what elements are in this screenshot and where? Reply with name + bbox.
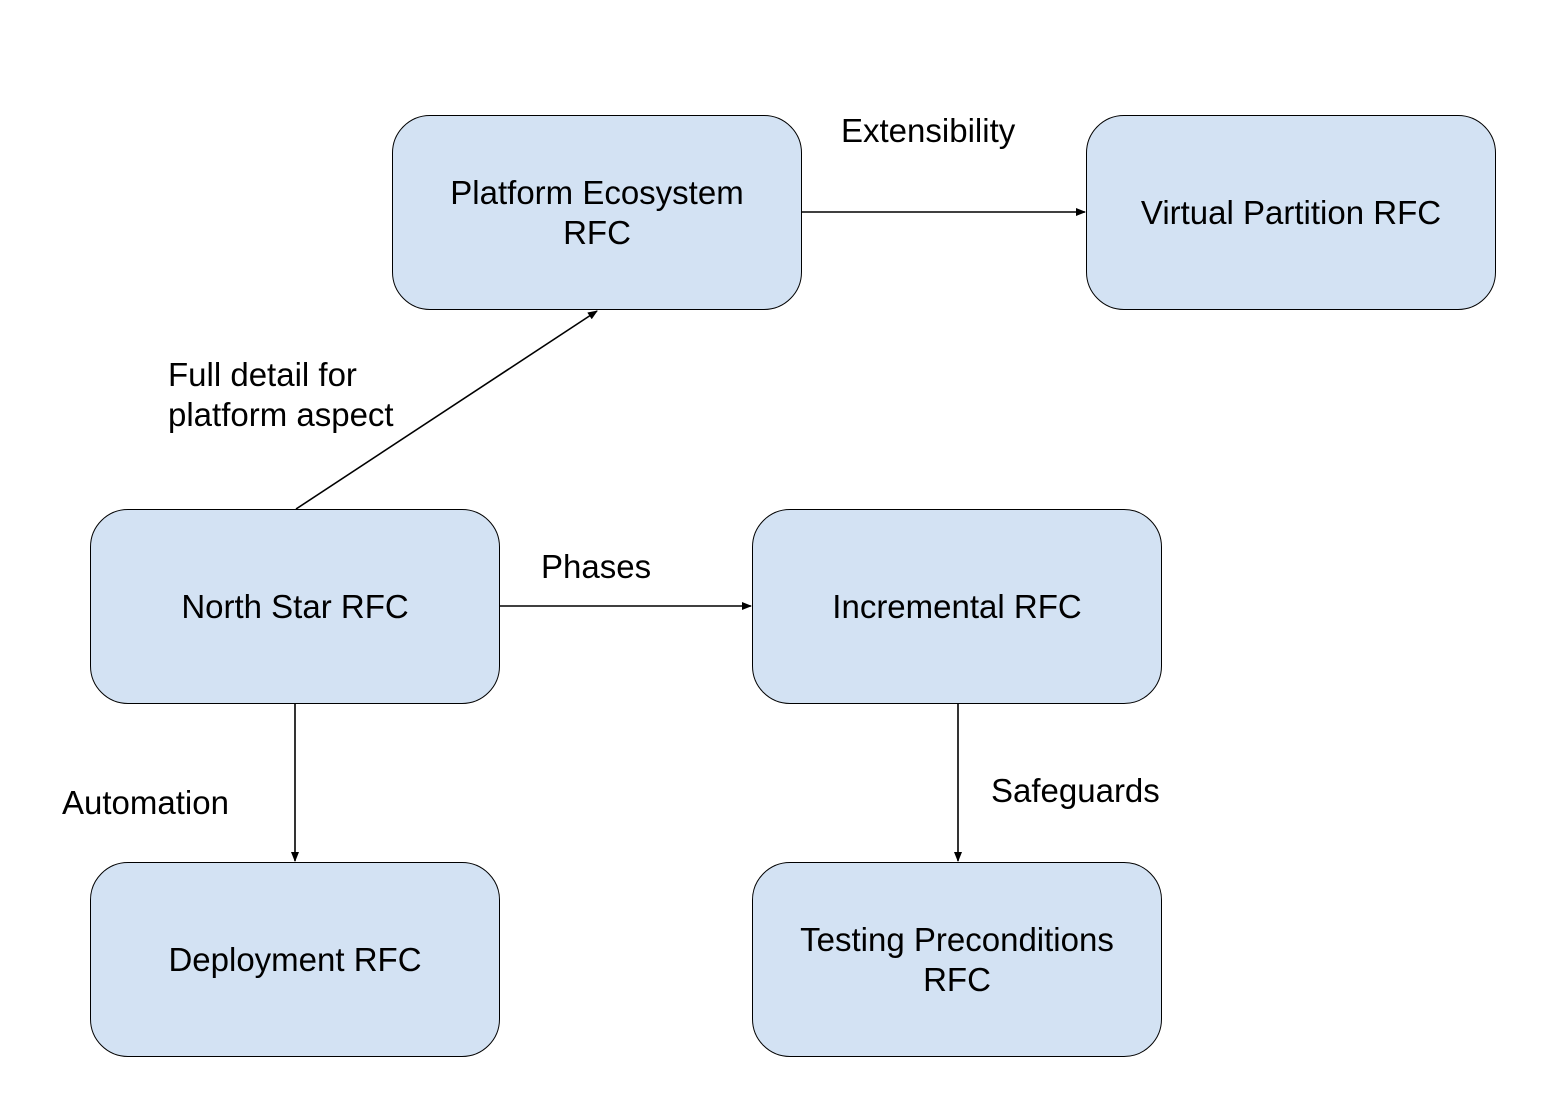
node-label: Incremental RFC (832, 587, 1082, 625)
node-virtual-partition-rfc: Virtual Partition RFC (1086, 115, 1496, 310)
edge-label-extensibility: Extensibility (841, 112, 1016, 149)
node-incremental-rfc: Incremental RFC (752, 509, 1162, 704)
node-testing-preconditions-rfc: Testing Preconditions RFC (752, 862, 1162, 1057)
node-label: Deployment RFC (168, 940, 422, 978)
node-label: Virtual Partition RFC (1140, 193, 1442, 231)
node-label: Testing Preconditions RFC (800, 920, 1114, 998)
edge-label-full-detail: Full detail for platform aspect (168, 356, 394, 433)
node-deployment-rfc: Deployment RFC (90, 862, 500, 1057)
node-north-star-rfc: North Star RFC (90, 509, 500, 704)
edge-label-automation: Automation (62, 784, 229, 821)
edge-label-phases: Phases (541, 548, 652, 585)
node-platform-ecosystem-rfc: Platform Ecosystem RFC (392, 115, 802, 310)
node-label: Platform Ecosystem RFC (450, 173, 744, 251)
edge-full-detail-arrow (295, 310, 598, 510)
node-label: North Star RFC (181, 587, 409, 625)
edge-label-safeguards: Safeguards (991, 772, 1160, 809)
